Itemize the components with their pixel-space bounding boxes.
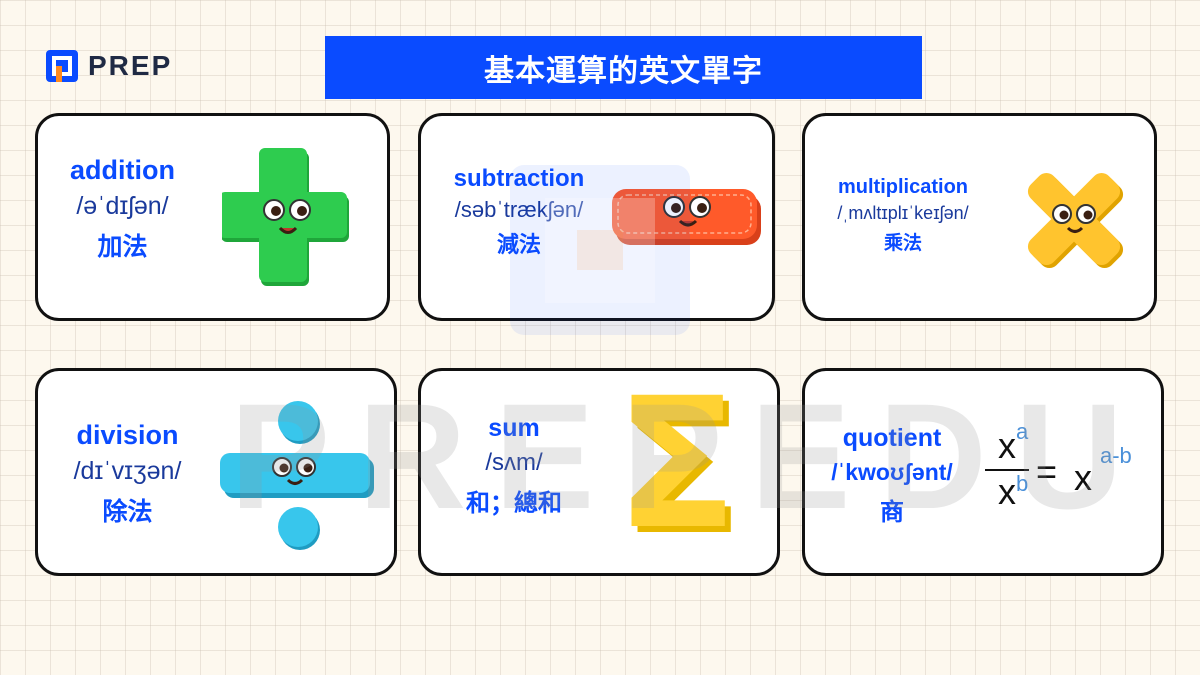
denominator-exponent: b [1016, 471, 1029, 496]
card-multiplication-text: multiplication /ˌmʌltɪplɪˈkeɪʃən/ 乘法 [812, 176, 994, 255]
translation: 乘法 [883, 233, 922, 254]
word: quotient [842, 424, 942, 452]
card-sum-text: sum /sʌm/ 和；總和 [428, 414, 600, 518]
equals-sign: = [1036, 451, 1058, 492]
plus-character-icon [222, 148, 349, 286]
ipa: /səbˈtrækʃən/ [454, 197, 584, 222]
card-division-text: division /dɪˈvɪʒən/ 除法 [45, 420, 210, 528]
word: subtraction [453, 165, 585, 192]
result-exponent: a-b [1100, 443, 1132, 468]
page-title: 基本運算的英文單字 [325, 36, 922, 99]
card-subtraction-text: subtraction /səbˈtrækʃən/ 減法 [428, 165, 610, 259]
numerator-base: x [998, 425, 1016, 466]
prep-logo[interactable]: PREP [44, 48, 172, 84]
fraction-bar [985, 469, 1029, 471]
divide-character-icon [220, 401, 374, 550]
word: sum [488, 414, 540, 442]
times-character-icon [1027, 172, 1124, 269]
card-quotient [802, 368, 1164, 576]
minus-character-icon [612, 189, 761, 245]
denominator-base: x [998, 471, 1016, 512]
translation: 減法 [496, 232, 541, 257]
card-sum [418, 368, 780, 576]
word: multiplication [838, 176, 968, 198]
prep-logo-icon [46, 50, 78, 82]
ipa: /ˈkwoʊʃənt/ [831, 459, 953, 485]
ipa: /sʌm/ [485, 449, 543, 476]
numerator-exponent: a [1016, 419, 1029, 444]
card-quotient-text: quotient /ˈkwoʊʃənt/ 商 [812, 424, 972, 527]
translation: 除法 [102, 498, 153, 526]
ipa: /əˈdɪʃən/ [76, 192, 169, 220]
ipa: /ˌmʌltɪplɪˈkeɪʃən/ [837, 203, 969, 223]
translation: 加法 [97, 233, 148, 261]
translation: 和；總和 [466, 490, 562, 517]
card-addition-text: addition /əˈdɪʃən/ 加法 [45, 155, 200, 263]
word: division [76, 420, 179, 450]
word: addition [70, 155, 175, 185]
sigma-icon: Σ [615, 360, 738, 569]
brand-name: PREP [88, 50, 173, 81]
result-base: x [1074, 457, 1092, 498]
ipa: /dɪˈvɪʒən/ [73, 457, 182, 485]
translation: 商 [880, 499, 904, 526]
